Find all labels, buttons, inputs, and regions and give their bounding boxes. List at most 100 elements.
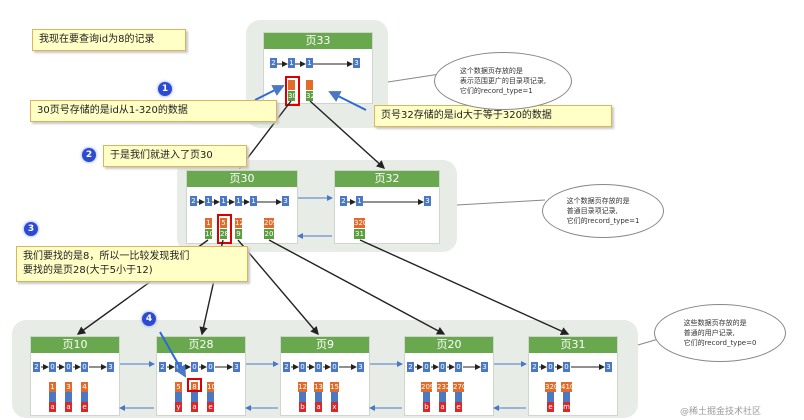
key-cell: 209 — [421, 382, 435, 392]
col-cell — [423, 392, 430, 402]
pointer-cell: 0 — [547, 362, 554, 372]
pointer-cell: 0 — [563, 362, 570, 372]
value-cell: x — [331, 402, 338, 412]
key-cell: 270 — [453, 382, 467, 392]
key-cell: 1 — [49, 382, 56, 392]
bubble-line: 这些数据页存放的是 — [683, 319, 747, 327]
key-cell: 8 — [191, 382, 198, 392]
col-cell — [439, 392, 446, 402]
bubble-line: 普通的用户记录, — [683, 329, 735, 337]
pointer-cell: 3 — [107, 362, 114, 372]
key-cell: 12 — [298, 382, 307, 392]
page-title: 页33 — [264, 33, 372, 49]
value-cell: b — [299, 402, 306, 412]
step3-note: 我们要找的是8，所以一比较发现我们 要找的是页28(大于5小于12) — [16, 246, 248, 282]
key-cell — [288, 80, 295, 90]
pointer-cell: 0 — [49, 362, 56, 372]
bubble-line: 表示范围更广的目录项记录, — [459, 77, 547, 85]
key-cell: 12 — [235, 218, 244, 228]
step3-line2: 要找的是页28(大于5小于12) — [23, 265, 153, 276]
page-9: 页9 — [280, 336, 370, 416]
pointer-cell: 0 — [299, 362, 306, 372]
pointer-cell: 1 — [306, 58, 313, 68]
callout-arrow — [159, 331, 186, 378]
key-cell: 10 — [207, 382, 216, 392]
pointer-cell: 2 — [531, 362, 538, 372]
value-cell: e — [547, 402, 554, 412]
pointer-cell: 0 — [331, 362, 338, 372]
key-cell: 1 — [205, 218, 212, 228]
step-badge-4: 4 — [142, 312, 156, 326]
page-title: 页30 — [187, 171, 297, 187]
pointer-cell: 1 — [250, 196, 257, 206]
pointer-cell: 3 — [605, 362, 612, 372]
step-badge-1: 1 — [158, 82, 172, 96]
key-cell: 3 — [65, 382, 72, 392]
value-cell: e — [455, 402, 462, 412]
pointer-cell: 1 — [235, 196, 242, 206]
col-cell — [65, 392, 72, 402]
bubble-line: 这个数据页存放的是 — [566, 197, 630, 205]
step-badge-3: 3 — [24, 222, 38, 236]
bubble-line: 这个数据页存放的是 — [459, 67, 523, 75]
key-cell: 5 — [175, 382, 182, 392]
col-cell — [81, 392, 88, 402]
page-28: 页28 — [156, 336, 246, 416]
watermark: @稀土掘金技术社区 — [680, 407, 762, 417]
page-no-cell: 10 — [205, 229, 214, 239]
top-level-bubble: 这个数据页存放的是 表示范围更广的目录项记录, 它们的record_type=1 — [434, 52, 572, 110]
leaf-level-bubble: 这些数据页存放的是 普通的用户记录, 它们的record_type=0 — [654, 304, 786, 362]
page-title: 页9 — [281, 337, 369, 353]
page-no-cell: 30 — [288, 91, 297, 101]
page-no-cell: 20 — [264, 229, 274, 239]
value-cell: a — [49, 402, 56, 412]
page-no-cell: 28 — [220, 229, 229, 239]
callout-arrow — [254, 85, 285, 101]
col-cell — [191, 392, 198, 402]
pointer-cell: 0 — [423, 362, 430, 372]
bubble-tail — [387, 73, 441, 83]
key-cell: 320 — [545, 382, 559, 392]
pointer-cell: 3 — [233, 362, 240, 372]
value-cell: e — [81, 402, 88, 412]
page-title: 页10 — [31, 337, 119, 353]
col-cell — [315, 392, 322, 402]
bubble-line: 它们的record_type=0 — [683, 339, 757, 347]
key-cell: 320 — [354, 218, 368, 228]
pointer-cell: 2 — [33, 362, 40, 372]
pointer-cell: 3 — [282, 196, 289, 206]
pointer-cell: 1 — [288, 58, 295, 68]
highlight-box — [217, 214, 232, 244]
key-cell: 15 — [330, 382, 339, 392]
pointer-cell: 3 — [353, 58, 360, 68]
highlight-box — [285, 76, 300, 106]
key-cell: 13 — [314, 382, 323, 392]
step1-note: 30页号存储的是id从1-320的数据 — [30, 100, 277, 122]
pointer-cell: 3 — [424, 196, 431, 206]
page-30: 页30 — [186, 170, 298, 244]
bubble-line: 普通目录项记录, — [566, 207, 618, 215]
pointer-cell: 3 — [357, 362, 364, 372]
key-cell: 5 — [220, 218, 227, 228]
step3-line1: 我们要找的是8，所以一比较发现我们 — [23, 251, 190, 262]
pointer-cell: 0 — [191, 362, 198, 372]
child-link — [268, 239, 446, 335]
bubble-tail — [456, 199, 546, 206]
page-no-cell: 32 — [306, 91, 315, 101]
pointer-cell: 1 — [356, 196, 363, 206]
col-cell — [547, 392, 554, 402]
pointer-cell: 2 — [159, 362, 166, 372]
page-20: 页20 — [404, 336, 494, 416]
callout-arrow — [328, 91, 367, 111]
key-cell: 209 — [264, 218, 278, 228]
pointer-cell: 1 — [220, 196, 227, 206]
key-cell: 232 — [437, 382, 451, 392]
child-link — [359, 239, 570, 335]
page-32: 页32 — [334, 170, 440, 244]
page-title: 页32 — [335, 171, 439, 187]
value-cell: a — [439, 402, 446, 412]
bubble-line: 它们的record_type=1 — [459, 87, 533, 95]
pointer-cell: 0 — [65, 362, 72, 372]
col-cell — [207, 392, 214, 402]
step2-note: 于是我们就进入了页30 — [103, 145, 247, 167]
